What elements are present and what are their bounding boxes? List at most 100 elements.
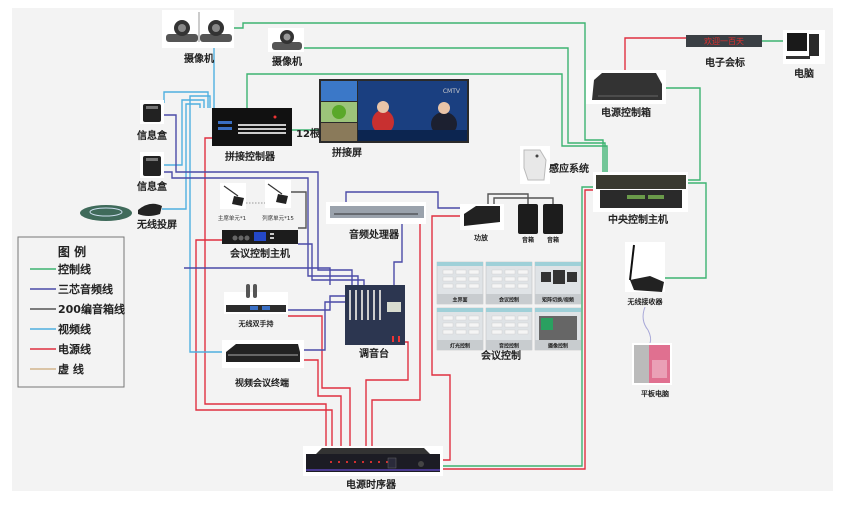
wireless-mic-device[interactable]: 无线双手持 (224, 284, 288, 328)
chairman-unit-device[interactable]: 主席单元*1 (218, 183, 246, 222)
handheld-mic-icon (253, 284, 257, 298)
rack-unit-icon (306, 454, 440, 472)
splice-screen-device[interactable]: CMTV 拼接屏 (319, 79, 469, 159)
legend-label-speaker: 200编音箱线 (58, 302, 125, 316)
wire-power-power_sequencer-central_control_host (443, 189, 593, 470)
speaker1-label: 音箱 (522, 236, 534, 244)
control-panel-screen[interactable]: 主界面 (436, 261, 484, 305)
wire-control-camera2-central_control_host (304, 47, 606, 172)
amplifier-device[interactable]: 功放 (460, 204, 504, 242)
mixer-device[interactable]: 调音台 (345, 285, 405, 360)
wire-audio3-info_box2-mixer (164, 171, 359, 285)
wire-power-power_sequencer-amplifier (431, 215, 460, 461)
camera2-device[interactable]: 摄像机 (268, 28, 304, 68)
control-panel-screen[interactable]: 灯光控制 (436, 307, 484, 351)
legend-label-dashed: 虚 线 (58, 362, 84, 376)
electronic-sign-device[interactable]: 欢迎一百天 电子会标 (686, 35, 762, 69)
audio-processor-device[interactable]: 音频处理器 (326, 202, 426, 241)
info-box2-device[interactable]: 信息盒 (137, 152, 168, 193)
wire-video-wireless_projection-splice_controller (162, 103, 201, 210)
power-sequencer-device[interactable]: 电源时序器 (303, 446, 443, 491)
speaker2-label: 音箱 (547, 236, 559, 244)
wire-control-camera1-central_control_host (234, 22, 604, 172)
delegate-unit-device[interactable]: 列席单元*15 (262, 180, 294, 222)
info-box2-label: 信息盒 (137, 180, 168, 193)
wire-audio3-video_conf_terminal-mixer (304, 301, 345, 351)
led-sign-icon (686, 35, 762, 47)
wire-power-power_sequencer-splice_controller (204, 137, 327, 447)
wire-audio3-audio_processor-amplifier (345, 191, 460, 209)
speaker2-device[interactable]: 音箱 (543, 204, 563, 244)
computer-device[interactable]: 电脑 (783, 30, 825, 80)
wire-video-info_box1-splice_controller (163, 91, 209, 108)
wire-power-power_sequencer-wireless_mic (288, 315, 351, 447)
rack-unit-icon (330, 206, 424, 218)
tablet-label: 平板电脑 (641, 389, 669, 398)
cable-count-label: 12根 (296, 127, 320, 140)
camera2-label: 摄像机 (272, 55, 302, 68)
legend-title: 图 例 (58, 244, 86, 259)
wire-audio3-audio_processor-mixer (393, 224, 403, 285)
camera1-device[interactable]: 摄像机 (162, 10, 234, 65)
speaker1-device[interactable]: 音箱 (518, 204, 538, 244)
wire-power-power_control_box-electronic_sign (624, 37, 686, 70)
control-panel-screen[interactable]: 摄像控制 (534, 307, 582, 351)
wireless-receiver-label: 无线接收器 (627, 297, 664, 306)
audio-processor-label: 音频处理器 (349, 228, 400, 241)
tablet-device[interactable]: 平板电脑 (632, 343, 672, 398)
splice-controller-device[interactable]: 拼接控制器 (212, 108, 292, 163)
wire-audio3-conference_host-mixer (298, 243, 365, 285)
amplifier-label: 功放 (474, 233, 489, 242)
conference-host-device[interactable]: 会议控制主机 (222, 230, 298, 260)
control-panel-screen[interactable]: 会议控制 (485, 261, 533, 305)
electronic-sign-display: 欢迎一百天 (704, 36, 744, 46)
wireless-receiver-device[interactable]: 无线接收器 (625, 242, 665, 306)
sensor-system-device[interactable]: 感应系统 (520, 146, 589, 184)
wire-power-power_sequencer-video_conf_terminal (304, 359, 342, 447)
wire-audio3-info_box1-mixer (164, 114, 353, 285)
wire-control-power_control_box-central_control_host (666, 87, 701, 181)
info-box1-label: 信息盒 (137, 129, 168, 142)
wire-video-info_box2-splice_controller (164, 99, 205, 166)
microphone-icon (232, 196, 244, 206)
control-panel-label: 摄像控制 (548, 343, 568, 350)
control-panel-label: 矩阵切换/视频 (541, 297, 574, 304)
central-control-host-device[interactable]: 中央控制主机 (593, 172, 688, 226)
video-conf-terminal-device[interactable]: 视频会议终端 (222, 340, 304, 389)
wireless-mic-label: 无线双手持 (238, 319, 274, 328)
handheld-mic-icon (246, 284, 250, 298)
wire-speaker-delegate_unit-conference_host (290, 191, 307, 229)
info-box1-device[interactable]: 信息盒 (137, 100, 168, 142)
power-control-box-label: 电源控制箱 (601, 106, 651, 119)
power-control-box-device[interactable]: 电源控制箱 (586, 70, 666, 119)
tablet-back-icon (634, 345, 649, 383)
projection-dongle-icon (138, 203, 162, 216)
conference-control-label: 会议控制 (481, 349, 521, 362)
sensor-system-label: 感应系统 (549, 162, 589, 175)
splice-controller-label: 拼接控制器 (225, 150, 276, 163)
camera-icon (166, 12, 232, 42)
amplifier-icon (464, 206, 500, 226)
video-conf-terminal-label: 视频会议终端 (235, 377, 289, 389)
computer-label: 电脑 (794, 67, 814, 80)
wire-speaker-amplifier-speaker2 (493, 197, 554, 206)
mixer-label: 调音台 (359, 347, 389, 360)
microphone-icon (276, 194, 288, 204)
wireless-projection-label: 无线投屏 (136, 218, 177, 231)
wire-control-central_control_host-power_sequencer (443, 186, 593, 467)
control-panel-screen[interactable]: 音控控制 (485, 307, 533, 351)
conference-host-label: 会议控制主机 (230, 247, 290, 260)
power-box-icon (592, 73, 662, 100)
camera-icon (272, 30, 302, 50)
antenna-icon (629, 244, 635, 281)
speaker-icon (543, 204, 563, 234)
receiver-icon (630, 276, 664, 292)
electronic-sign-label: 电子会标 (705, 56, 745, 69)
legend-label-video: 视频线 (58, 322, 91, 336)
central-control-host-label: 中央控制主机 (608, 213, 668, 226)
control-panel-screen[interactable]: 矩阵切换/视频 (534, 261, 582, 305)
monitor-icon (787, 33, 807, 51)
wireless-projection-device[interactable]: 无线投屏 (80, 203, 177, 231)
